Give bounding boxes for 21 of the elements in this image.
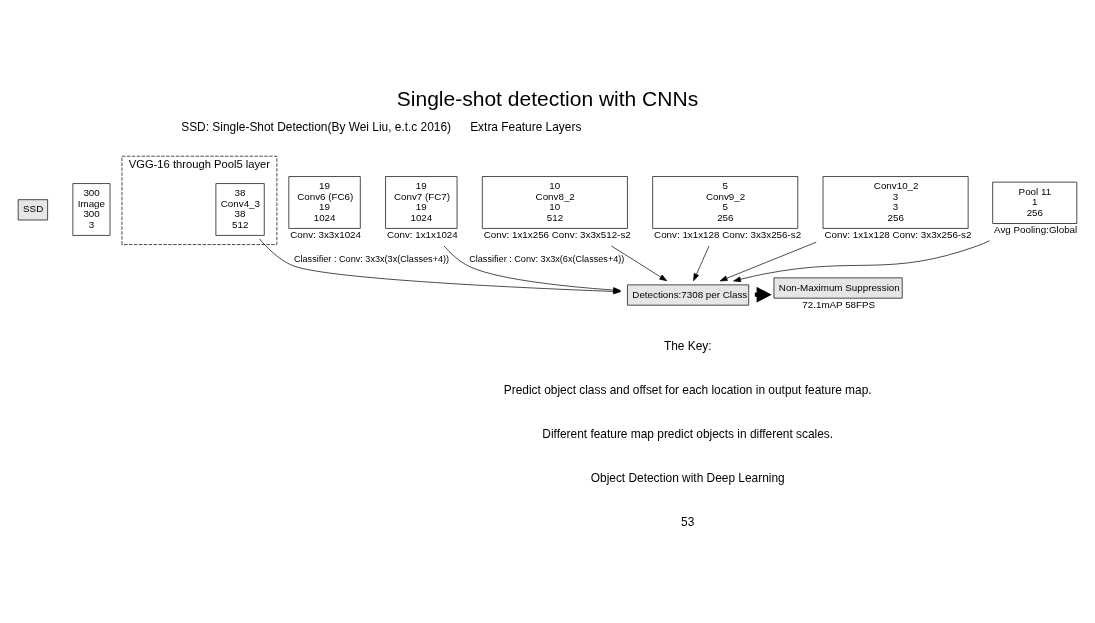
- node-label: Avg Pooling:Global: [994, 224, 1078, 236]
- node-label: Conv: 1x1x256 Conv: 3x3x512-s2: [483, 229, 631, 241]
- label: Different feature map predict objects in different scales.: [542, 427, 834, 442]
- label: Extra Feature Layers: [470, 120, 582, 135]
- arrow: [733, 240, 990, 283]
- label: Predict object class and offset for each location in output feature map.: [503, 382, 872, 397]
- node-label: 72.1mAP 58FPS: [802, 299, 876, 311]
- edge-label: Classifier : Conv: 3x3x(6x(Classes+4)): [469, 254, 625, 265]
- edge-label: Classifier : Conv: 3x3x(3x(Classes+4)): [293, 254, 450, 265]
- diagram-title: Single-shot detection with CNNs: [396, 87, 699, 111]
- node-label: Conv: 3x3x1024: [290, 229, 362, 241]
- node-label: Conv: 1x1x1024: [386, 229, 458, 241]
- label: 53: [681, 515, 695, 530]
- node-label: Conv: 1x1x128 Conv: 3x3x256-s2: [654, 229, 802, 241]
- label: SSD: Single-Shot Detection(By Wei Liu, e.t.c 2016): [181, 120, 452, 135]
- arrow: [719, 241, 817, 282]
- node-label: Conv: 1x1x128 Conv: 3x3x256-s2: [824, 229, 972, 241]
- label: Object Detection with Deep Learning: [590, 471, 785, 486]
- arrow: [693, 245, 710, 282]
- arrow: [611, 245, 668, 282]
- label: The Key:: [663, 338, 712, 353]
